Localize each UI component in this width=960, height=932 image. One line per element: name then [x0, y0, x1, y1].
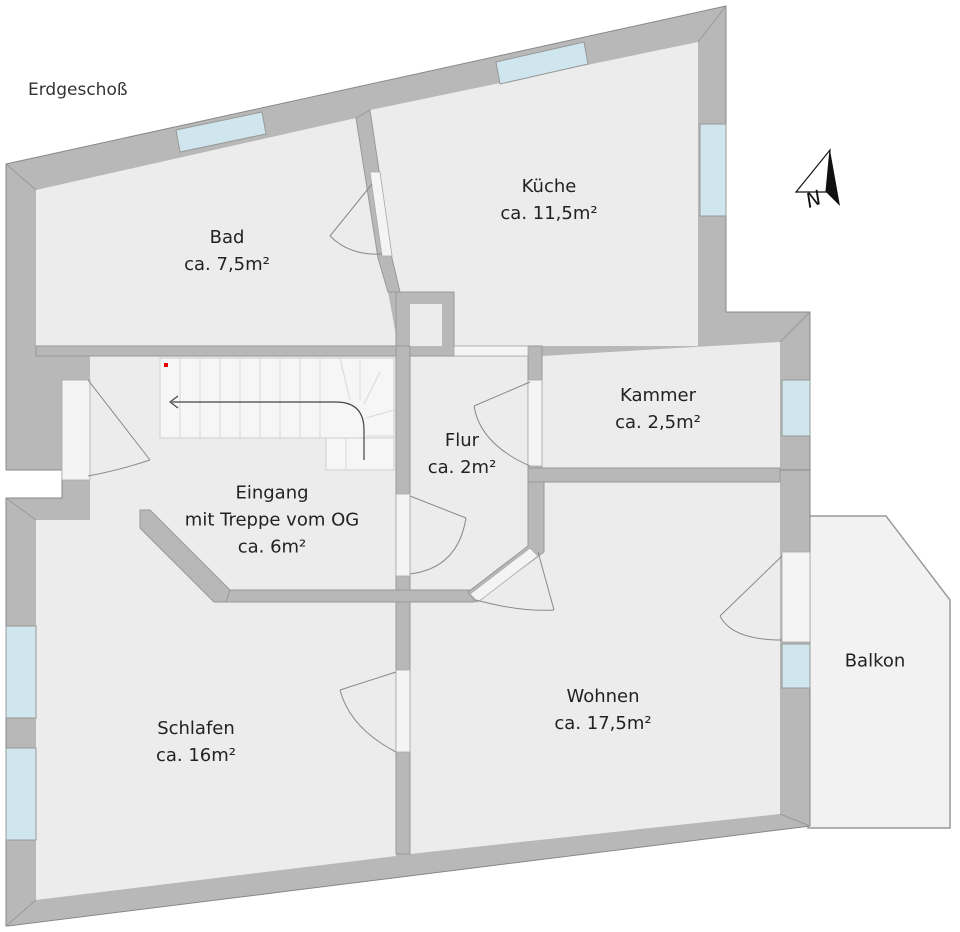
north-arrow-icon: [794, 148, 840, 206]
room-schlafen-floor: [36, 520, 396, 900]
room-name: Küche: [521, 176, 577, 197]
room-label-eingang: Eingang mit Treppe vom OG ca. 6m²: [185, 480, 359, 561]
room-label-flur: Flur ca. 2m²: [428, 427, 497, 481]
stair-direction-arrow: [172, 401, 365, 460]
door-openings: [61, 171, 811, 753]
room-label-schlafen: Schlafen ca. 16m²: [156, 715, 236, 769]
room-name: Eingang: [235, 482, 309, 504]
door-swings: [87, 183, 783, 753]
room-wohnen-floor: [410, 482, 780, 854]
room-subtitle: mit Treppe vom OG: [184, 509, 360, 531]
room-label-bad: Bad ca. 7,5m²: [184, 224, 270, 278]
room-name: Flur: [444, 430, 480, 451]
stair-treads: [179, 357, 395, 470]
room-label-kueche: Küche ca. 11,5m²: [500, 173, 597, 227]
room-bad-floor: [36, 118, 398, 346]
room-name: Kammer: [619, 385, 697, 406]
room-area: ca. 2,5m²: [615, 412, 701, 433]
room-kueche-floor: [370, 42, 698, 346]
stair-arrow-head: [169, 395, 179, 409]
room-kammer-floor: [542, 342, 780, 468]
room-name: Wohnen: [566, 686, 640, 707]
room-area: ca. 2m²: [427, 457, 497, 478]
room-label-balkon: Balkon: [845, 648, 906, 675]
room-area: ca. 6m²: [237, 536, 307, 558]
room-area: ca. 17,5m²: [554, 713, 652, 734]
wall-bevels: [5, 5, 811, 927]
marker-red: [164, 363, 168, 367]
windows: [5, 41, 811, 841]
room-label-kammer: Kammer ca. 2,5m²: [615, 382, 701, 436]
room-name: Bad: [209, 227, 245, 248]
interior-walls: [35, 109, 781, 855]
room-name: Balkon: [844, 650, 906, 672]
room-area: ca. 7,5m²: [184, 254, 270, 275]
room-area: ca. 11,5m²: [500, 203, 598, 224]
room-name: Schlafen: [157, 718, 235, 739]
room-area: ca. 16m²: [155, 745, 237, 766]
floor-title: Erdgeschoß: [28, 80, 128, 100]
room-flur-floor: [410, 356, 528, 590]
staircase: [159, 357, 395, 471]
shaft-inner: [410, 304, 442, 346]
room-label-wohnen: Wohnen ca. 17,5m²: [554, 683, 651, 737]
